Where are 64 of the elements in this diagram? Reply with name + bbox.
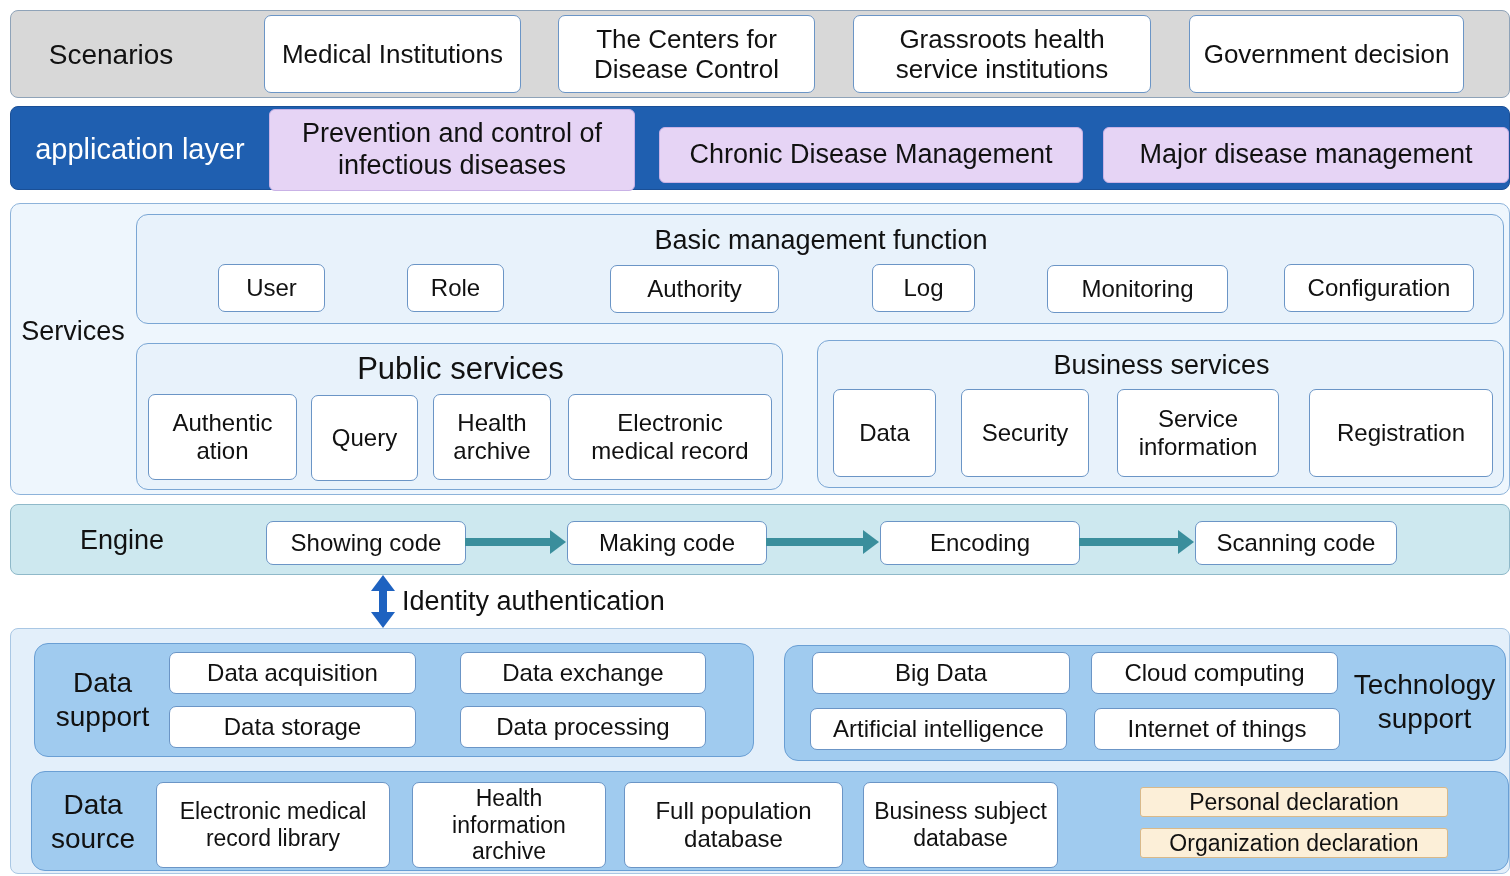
application-box: Chronic Disease Management	[659, 127, 1083, 183]
layer-band	[10, 203, 1510, 495]
label-box: Business subject database	[863, 782, 1058, 868]
application-box: Prevention and control of infectious diseases	[269, 109, 635, 191]
label-box: Cloud computing	[1091, 652, 1338, 694]
label-box: Data exchange	[460, 652, 706, 694]
label-box: Data	[833, 389, 936, 477]
declaration-box: Personal declaration	[1140, 787, 1448, 817]
label-box: Authentic ation	[148, 394, 297, 480]
label-box: Electronic medical record	[568, 394, 772, 480]
label-box: Data acquisition	[169, 652, 416, 694]
label-box: User	[218, 264, 325, 312]
layer-band	[10, 106, 1510, 190]
label-box: Government decision	[1189, 15, 1464, 93]
label-box: Electronic medical record library	[156, 782, 390, 868]
label-box: Making code	[567, 521, 767, 565]
group-title: Scenarios	[47, 38, 175, 73]
group-panel	[136, 214, 1504, 324]
label-box: Artificial intelligence	[810, 708, 1067, 750]
group-panel	[136, 343, 783, 490]
label-box: Data processing	[460, 706, 706, 748]
label-box: Configuration	[1284, 264, 1474, 312]
label-box: Full population database	[624, 782, 843, 868]
group-title: Services	[20, 314, 126, 348]
label-box: Monitoring	[1047, 265, 1228, 313]
group-title: application layer	[34, 131, 246, 167]
group-panel	[34, 643, 754, 757]
scenario-box: Medical Institutions	[264, 15, 521, 93]
group-title: Engine	[78, 524, 166, 558]
group-title: Public services	[356, 350, 565, 389]
group-title: Technology support	[1352, 668, 1497, 736]
layer-band	[10, 10, 1510, 98]
label-box: Big Data	[812, 652, 1070, 694]
group-title: Data source	[49, 788, 136, 856]
group-title: Basic management function	[653, 223, 989, 257]
layer-band	[10, 504, 1510, 575]
arrow	[465, 530, 566, 554]
arrow	[766, 530, 879, 554]
declaration-box: Organization declaration	[1140, 828, 1448, 858]
label-box: Security	[961, 389, 1089, 477]
group-panel	[31, 771, 1509, 871]
group-panel	[784, 645, 1506, 761]
group-panel	[817, 340, 1504, 488]
label-box: Data storage	[169, 706, 416, 748]
label-box: Query	[311, 395, 418, 481]
label-box: Registration	[1309, 389, 1493, 477]
label-box: Health archive	[433, 394, 551, 480]
label-box: Service information	[1117, 389, 1279, 477]
engine-step-box: Showing code	[266, 521, 466, 565]
label-box: Role	[407, 264, 504, 312]
panel	[10, 628, 1510, 874]
arrow	[1079, 530, 1194, 554]
label-box: Encoding	[880, 521, 1080, 565]
label-box: Grassroots health service institutions	[853, 15, 1151, 93]
label-box: Authority	[610, 265, 779, 313]
label-box: The Centers for Disease Control	[558, 15, 815, 93]
label-box: Scanning code	[1195, 521, 1397, 565]
group-title: Data support	[54, 665, 151, 734]
label-box: Health information archive	[412, 782, 606, 868]
application-box: Major disease management	[1103, 127, 1509, 183]
double-arrow	[371, 575, 395, 628]
label-box: Internet of things	[1094, 708, 1340, 750]
group-title: Business services	[1052, 348, 1271, 382]
label-box: Log	[872, 264, 975, 312]
